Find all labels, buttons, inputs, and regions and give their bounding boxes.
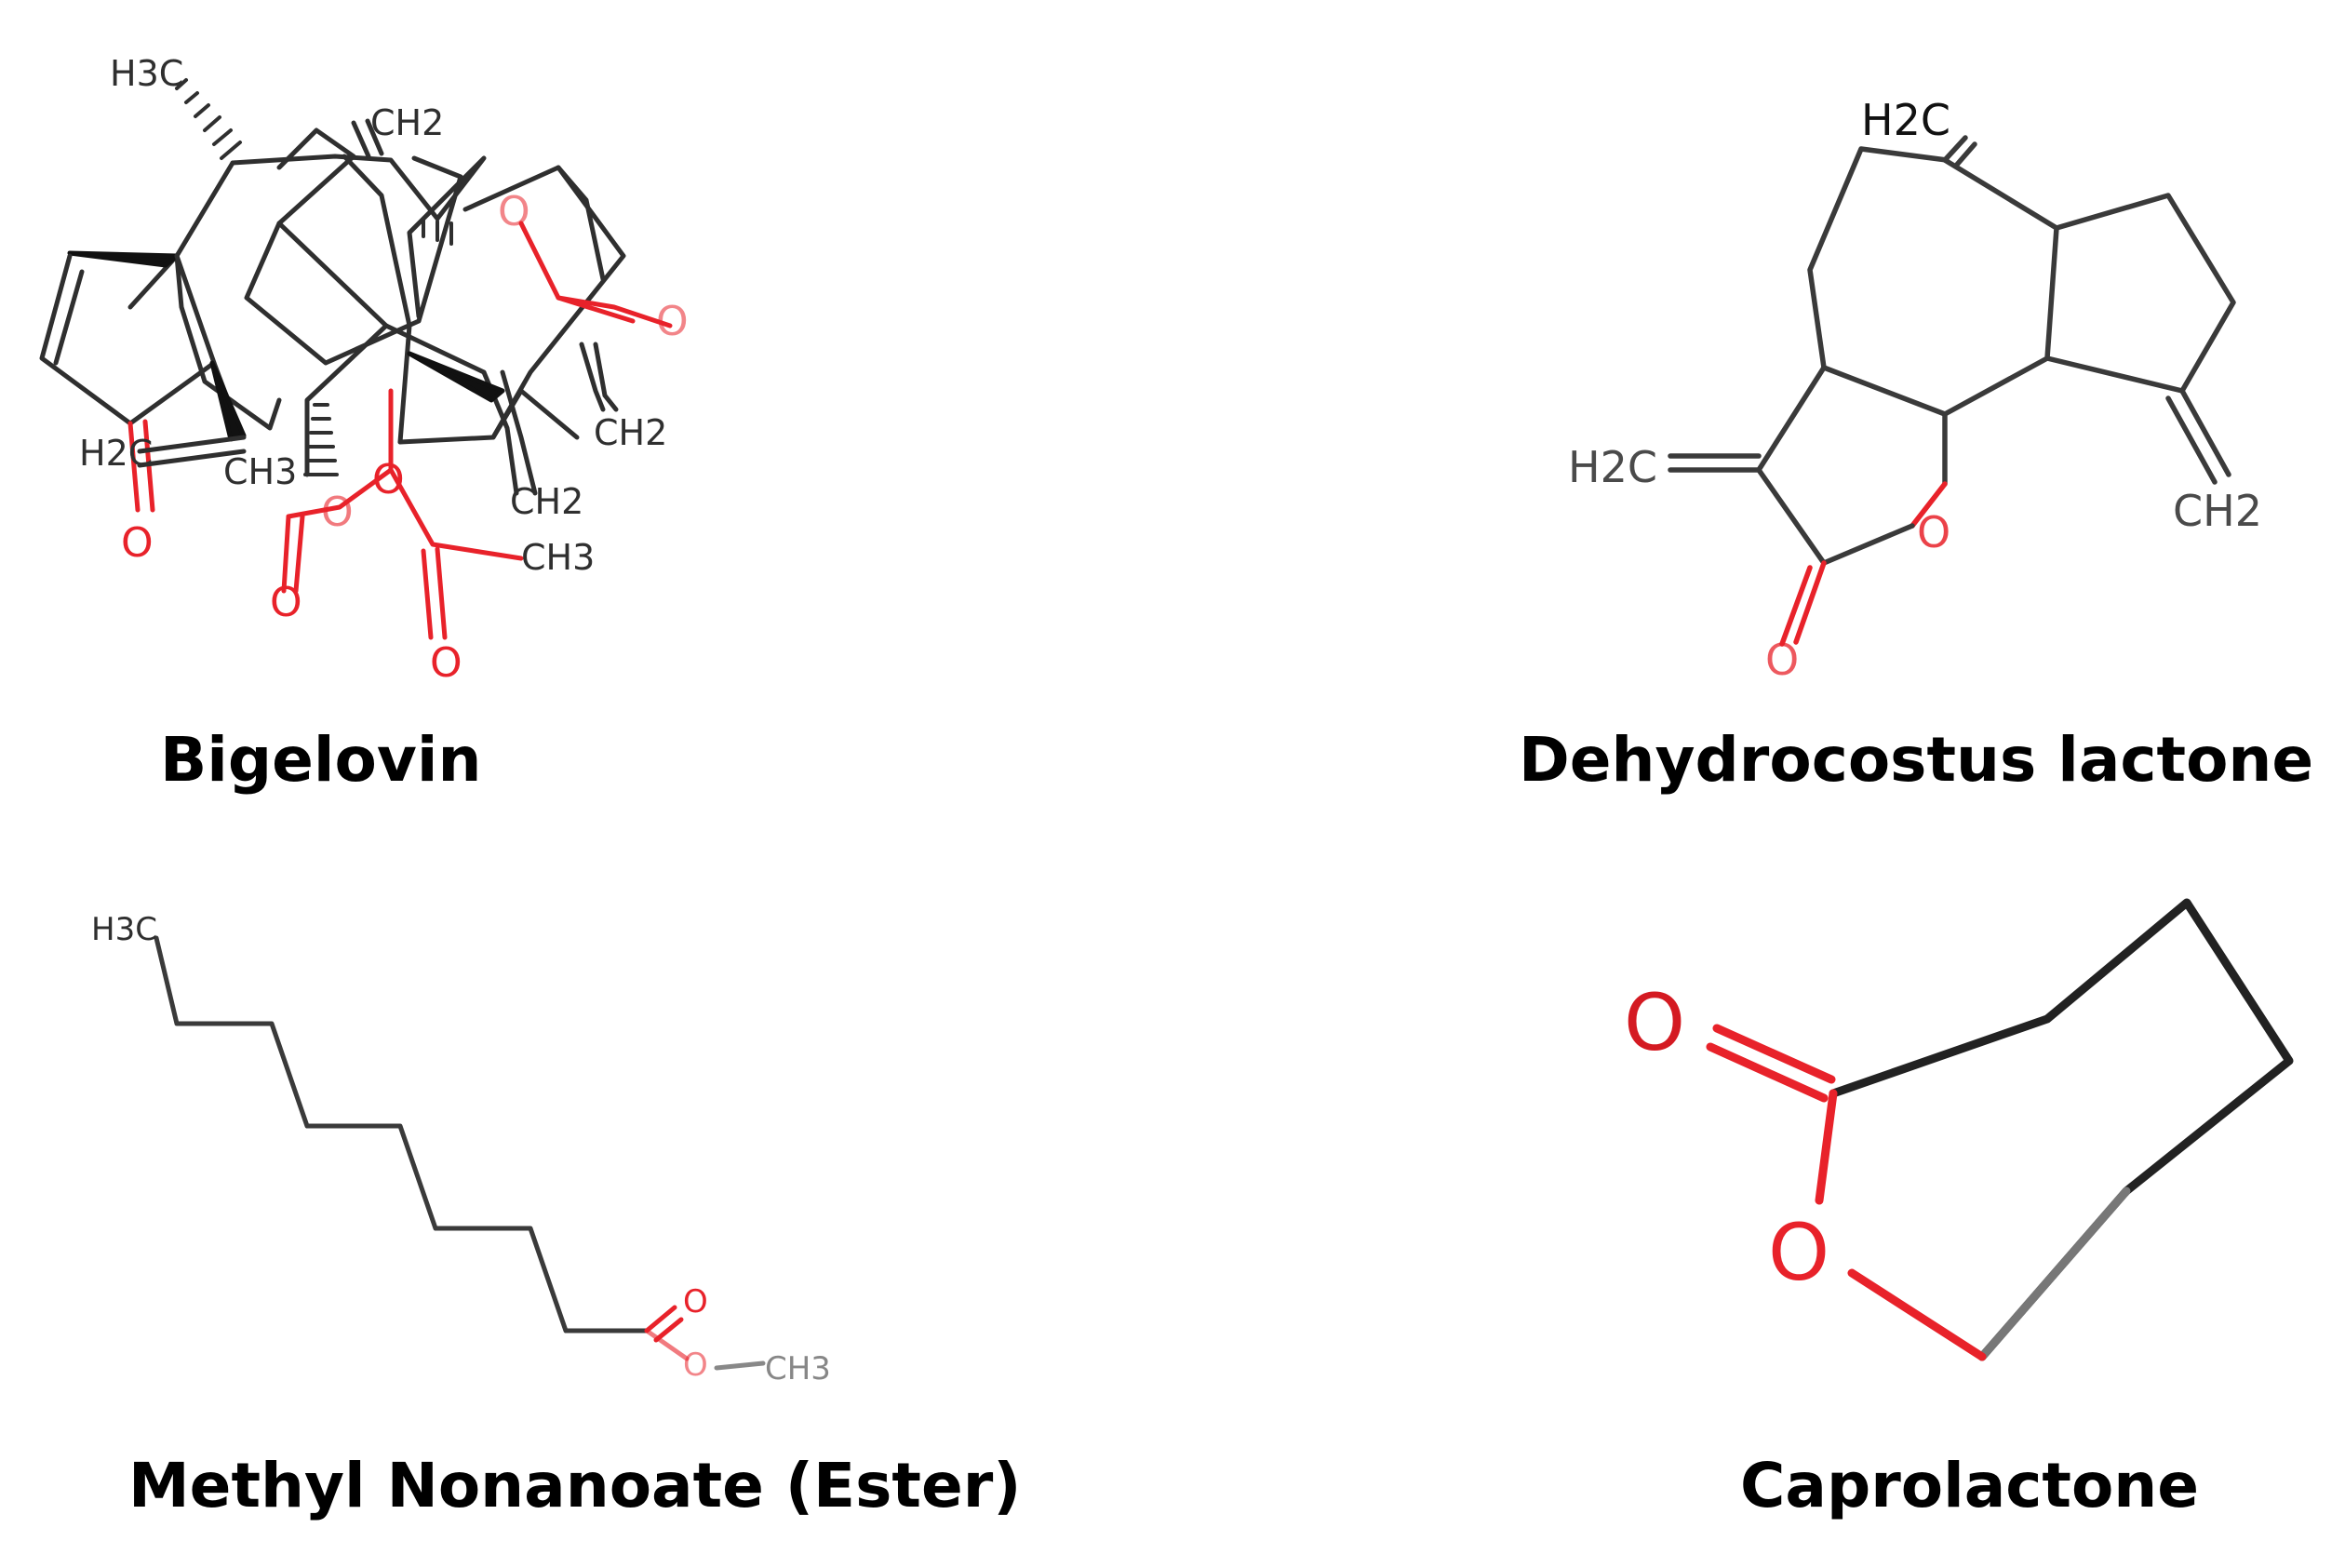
atom-label: O <box>321 489 354 536</box>
methyl-nonanoate-structure <box>154 935 766 1371</box>
atom-label: O <box>498 188 530 235</box>
atom-label: CH2 <box>594 412 667 453</box>
molecule-name-caption: Bigelovin <box>160 724 482 796</box>
molecule-name-caption: Caprolactone <box>1740 1450 2200 1521</box>
atom-label: O <box>270 579 302 626</box>
atom-label: H3C <box>110 53 183 94</box>
atom-label: O <box>1917 507 1950 557</box>
atom-label: O <box>656 298 689 345</box>
atom-label: O <box>683 1347 708 1384</box>
dehydrocostus-lactone-structure <box>1668 135 2236 647</box>
atom-label: O <box>1765 635 1799 685</box>
atom-label: H2C <box>1568 442 1657 492</box>
atom-label: H3C <box>91 911 157 948</box>
atom-label: CH3 <box>765 1350 831 1387</box>
atom-label: H2C <box>79 433 153 474</box>
atom-label: CH2 <box>370 102 444 143</box>
atom-label: CH3 <box>223 451 297 492</box>
atom-label: O <box>430 639 462 687</box>
molecule-name-caption: Methyl Nonanoate (Ester) <box>128 1450 1022 1521</box>
bigelovin-structure <box>39 78 673 640</box>
caprolactone-atom-labels: O O <box>1624 977 1829 1298</box>
atom-label: CH2 <box>2173 486 2262 536</box>
atom-label: CH2 <box>510 481 583 522</box>
atom-label: CH3 <box>521 537 595 578</box>
atom-label: O <box>1624 977 1685 1068</box>
methyl-nonanoate-atom-labels: H3C O O CH3 <box>91 911 831 1387</box>
atom-label: O <box>1768 1207 1829 1298</box>
molecule-name-caption: Dehydrocostus lactone <box>1519 724 2314 796</box>
atom-label: O <box>372 456 405 503</box>
atom-label: O <box>683 1283 708 1320</box>
atom-label: H2C <box>1861 95 1950 145</box>
caprolactone-structure <box>1706 898 2294 1361</box>
atom-label: O <box>121 519 154 567</box>
bigelovin-atom-labels: H3C CH2 O O CH2 H2C CH3 CH2 O O O O CH3 … <box>79 53 689 687</box>
dehydrocostus-atom-labels: H2C H2C CH2 O O <box>1568 95 2262 685</box>
